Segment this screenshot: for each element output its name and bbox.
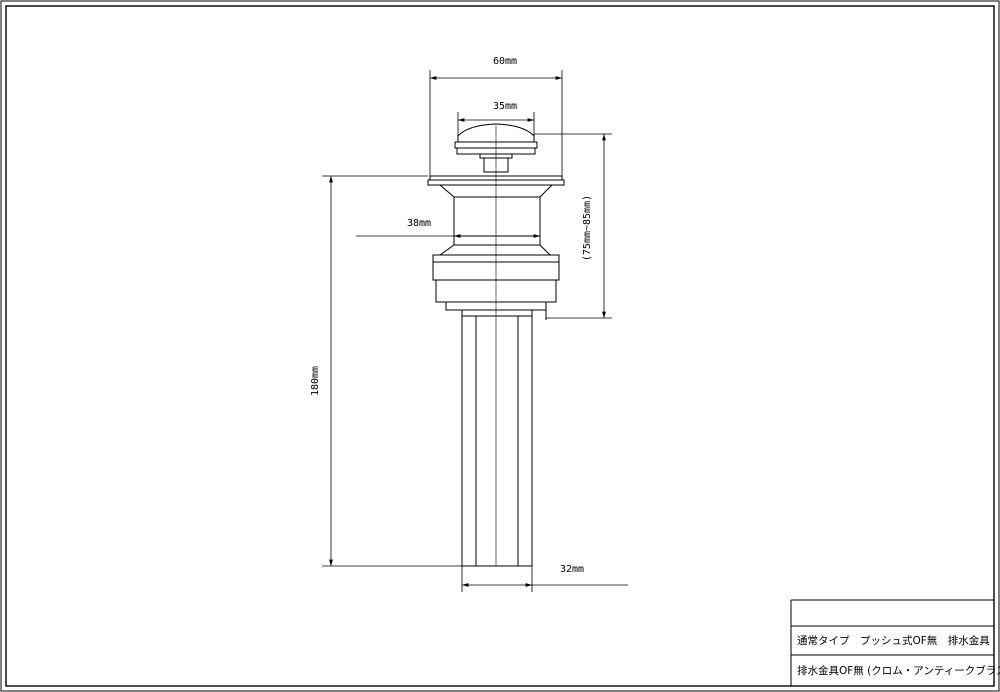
inner-border (5, 5, 995, 687)
dim-38-label: 38mm (407, 218, 431, 229)
dim-60-label: 60mm (493, 56, 517, 67)
tail-pipe (461, 315, 533, 567)
dim-adjust-label: (75mm~85mm) (582, 195, 593, 261)
title-line-1: 通常タイプ プッシュ式OF無 排水金具 (797, 634, 990, 647)
dim-32-label: 32mm (560, 564, 584, 575)
body-upper (453, 197, 541, 246)
body-taper (439, 184, 553, 198)
drain-fitting (427, 123, 565, 567)
push-cap-top (457, 123, 535, 142)
title-block (790, 599, 994, 686)
gasket (461, 309, 533, 317)
title-line-2: 排水金具OF無 (クロム・アンティークブラス) (797, 664, 1000, 677)
dim-35-label: 35mm (493, 101, 517, 112)
dim-180-label: 180mm (310, 366, 321, 396)
body-shoulder (438, 244, 552, 256)
